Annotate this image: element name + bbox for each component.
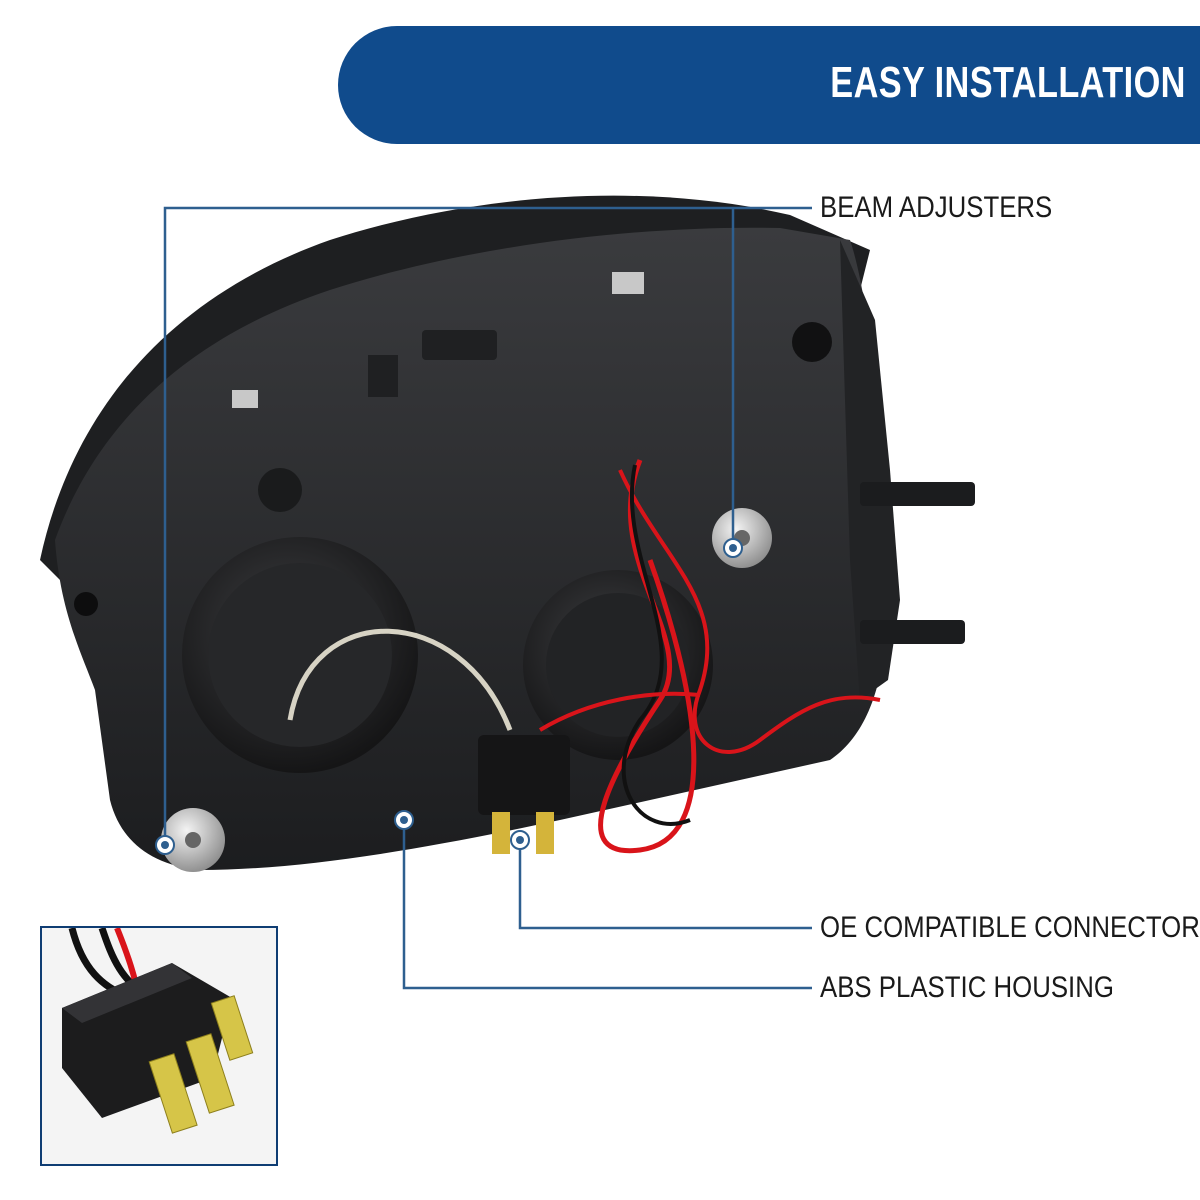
banner-title: EASY INSTALLATION <box>830 58 1186 107</box>
callout-beam-adjusters: BEAM ADJUSTERS <box>820 191 1053 224</box>
wire-black <box>621 464 691 826</box>
mount-tab-upper <box>860 482 975 506</box>
connector-closeup-icon <box>42 928 276 1164</box>
wire-red-2 <box>618 469 881 754</box>
hole-left <box>74 592 98 616</box>
wire-red-3 <box>538 691 701 732</box>
top-clip-3 <box>612 272 644 294</box>
leader-lines <box>163 206 812 990</box>
wire-white <box>287 628 513 731</box>
hole-mid <box>258 468 302 512</box>
top-clip-1 <box>368 355 398 397</box>
connector-pin-1 <box>492 812 510 854</box>
top-clip-4 <box>232 390 258 408</box>
dot-markers <box>155 538 743 855</box>
mount-side <box>840 240 900 700</box>
callout-abs-housing: ABS PLASTIC HOUSING <box>820 971 1114 1004</box>
bulb-cover-low-inner <box>208 563 392 747</box>
top-clip-2 <box>422 330 497 360</box>
hole-top-right <box>792 322 832 362</box>
connector-closeup-inset <box>40 926 278 1166</box>
callout-oe-connector: OE COMPATIBLE CONNECTOR <box>820 911 1200 944</box>
mount-tab-lower <box>860 620 965 644</box>
header-banner: EASY INSTALLATION <box>338 26 1200 144</box>
connector-body <box>478 735 570 815</box>
connector-pin-2 <box>536 812 554 854</box>
